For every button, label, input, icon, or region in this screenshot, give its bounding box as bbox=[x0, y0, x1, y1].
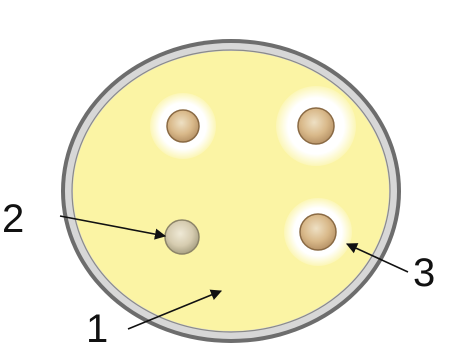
antibiotic-disc-top-left bbox=[167, 110, 199, 142]
antibiotic-disc-top-right bbox=[298, 108, 334, 144]
label-3: 3 bbox=[413, 251, 435, 295]
agar-medium bbox=[73, 51, 389, 331]
antibiotic-disc-bottom-right bbox=[300, 214, 336, 250]
antibiotic-disc-no-zone bbox=[165, 220, 199, 254]
label-1: 1 bbox=[86, 307, 108, 345]
label-2: 2 bbox=[2, 197, 24, 241]
